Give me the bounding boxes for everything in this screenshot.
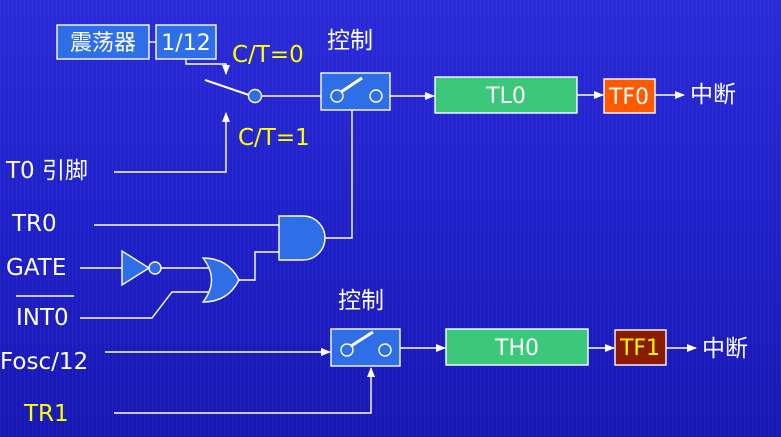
int0-wire — [80, 291, 210, 319]
fosc12-label: Fosc/12 — [0, 349, 88, 375]
and-to-control-wire — [325, 110, 353, 239]
divider-label: 1/12 — [161, 31, 210, 56]
switch-pivot — [247, 88, 263, 104]
tf0-flag: TF0 — [603, 78, 656, 114]
t0-pin-label: T0 引脚 — [5, 158, 88, 184]
tf1-label: TF1 — [619, 336, 660, 361]
th0-label: TH0 — [494, 336, 539, 361]
not-gate — [121, 249, 162, 287]
control-switch-top — [320, 72, 391, 111]
and-gate — [278, 215, 326, 261]
ct-selector-switch — [204, 79, 250, 96]
or-to-and-wire — [239, 251, 279, 281]
ct1-label: C/T=1 — [238, 125, 310, 151]
control-label-top: 控制 — [327, 28, 373, 54]
control-label-bottom: 控制 — [338, 288, 384, 314]
interrupt-label-top: 中断 — [690, 82, 736, 108]
tr1-label: TR1 — [23, 401, 69, 427]
tl0-label: TL0 — [485, 84, 526, 109]
t0-pin-wire — [114, 112, 230, 173]
tf1-flag: TF1 — [614, 329, 667, 366]
tr0-label: TR0 — [11, 211, 57, 237]
interrupt-label-bottom: 中断 — [702, 336, 748, 362]
divider-block: 1/12 — [155, 24, 217, 60]
oscillator-label: 震荡器 — [70, 31, 136, 56]
or-gate — [201, 257, 240, 303]
divider-to-switch-wire — [185, 59, 230, 75]
oscillator-block: 震荡器 — [56, 24, 150, 60]
tf0-label: TF0 — [608, 85, 649, 110]
tl0-register: TL0 — [434, 76, 578, 114]
int0-label: INT0 — [16, 305, 69, 331]
tr1-wire — [114, 367, 375, 414]
th0-register: TH0 — [445, 328, 589, 366]
control-switch-bottom — [330, 328, 401, 367]
gate-label: GATE — [6, 255, 66, 281]
ct0-label: C/T=0 — [232, 42, 304, 68]
